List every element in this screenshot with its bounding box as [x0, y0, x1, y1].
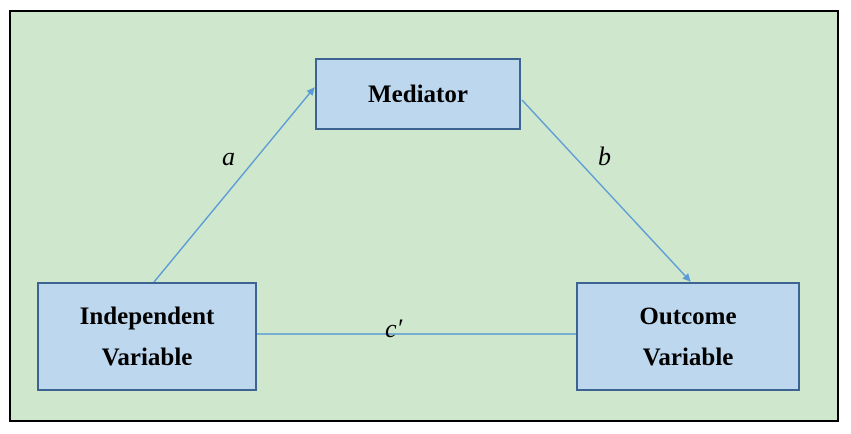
path-label-b: b — [598, 142, 611, 171]
path-label-a: a — [222, 142, 235, 171]
independent-variable-node: Independent Variable — [37, 282, 257, 391]
outcome-variable-node: Outcome Variable — [576, 282, 800, 391]
edge-a-arrow — [153, 87, 315, 283]
edge-b-arrow — [521, 99, 691, 282]
path-label-c-prime: c′ — [385, 314, 403, 343]
mediator-node: Mediator — [315, 58, 521, 130]
